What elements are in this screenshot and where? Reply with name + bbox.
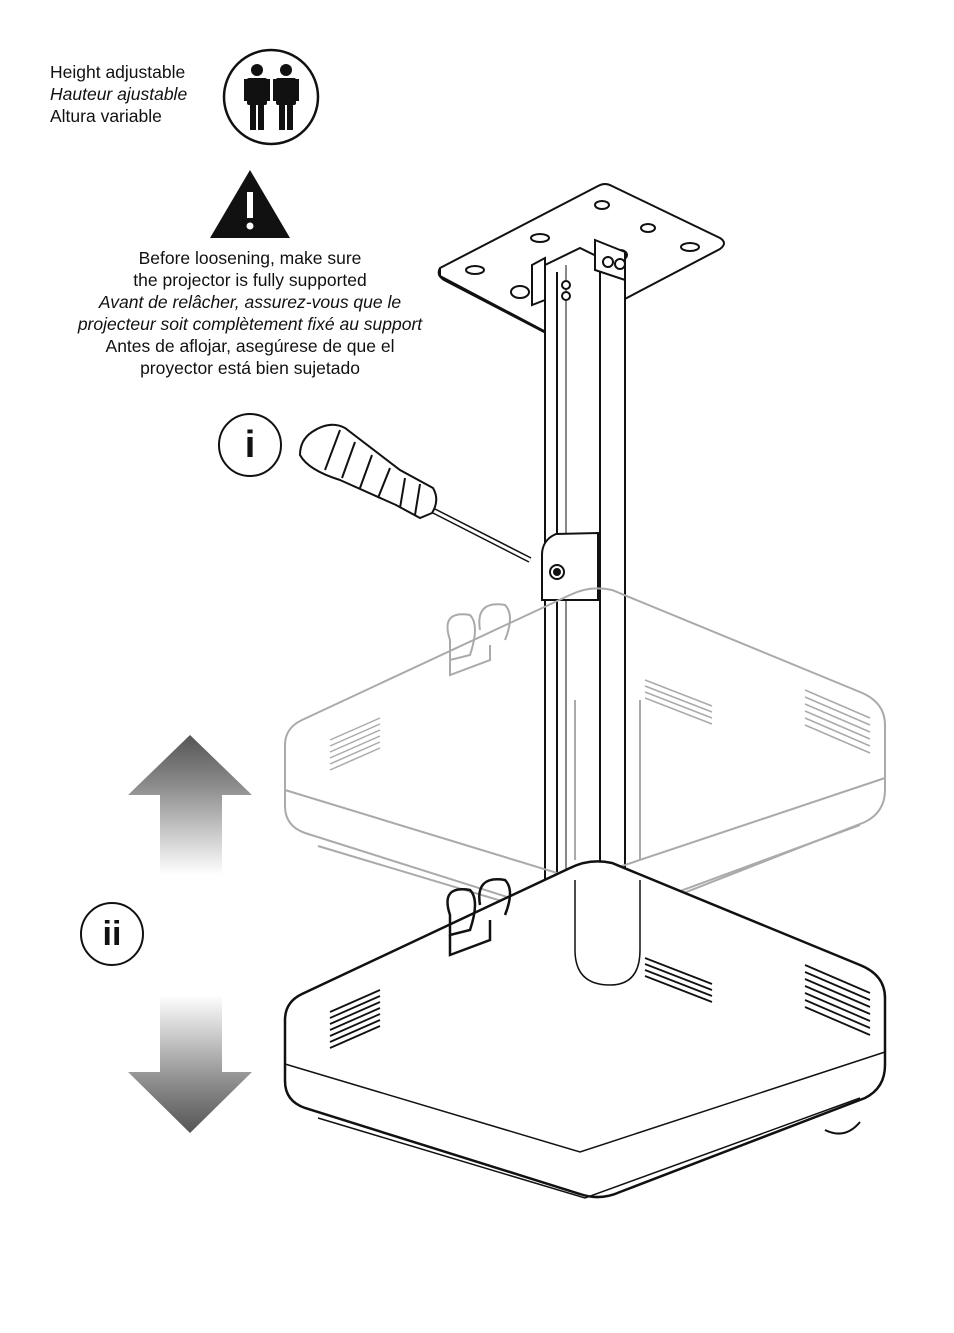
up-arrow-icon	[128, 735, 252, 875]
warning-en-1: Before loosening, make sure	[138, 248, 362, 268]
height-adjustable-label: Height adjustable Hauteur ajustable Altu…	[50, 61, 187, 127]
warning-fr-2: projecteur soit complètement fixé au sup…	[77, 314, 423, 334]
height-label-fr: Hauteur ajustable	[50, 84, 188, 104]
column	[531, 238, 626, 881]
two-persons-icon	[222, 48, 320, 146]
projector-lower	[283, 860, 887, 1199]
screwdriver-icon	[298, 423, 532, 563]
warning-es-1: Antes de aflojar, asegúrese de que el	[105, 336, 395, 356]
height-label-en: Height adjustable	[50, 62, 186, 82]
down-arrow-icon	[128, 995, 252, 1133]
warning-es-2: proyector está bien sujetado	[140, 358, 360, 378]
step-two-badge: ii	[80, 902, 144, 966]
height-label-es: Altura variable	[50, 106, 162, 126]
warning-fr-1: Avant de relâcher, assurez-vous que le	[98, 292, 402, 312]
step-one-badge: i	[218, 413, 282, 477]
warning-text: Before loosening, make sure the projecto…	[40, 247, 460, 379]
warning-en-2: the projector is fully supported	[133, 270, 367, 290]
warning-triangle-icon	[210, 170, 290, 238]
